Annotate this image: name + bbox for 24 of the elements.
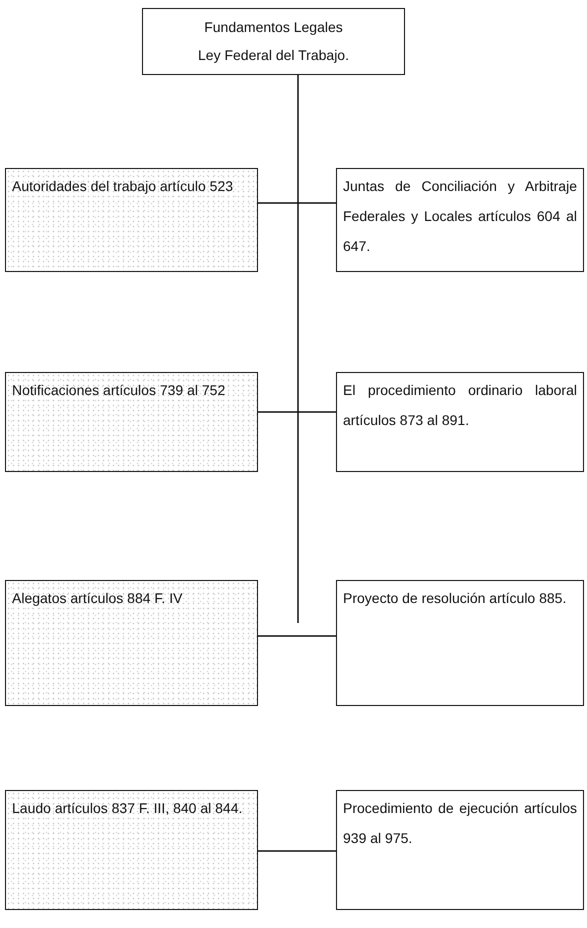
connector-line [258,411,336,413]
box-text: Alegatos artículos 884 F. IV [12,589,184,608]
box-text: Laudo artículos 837 F. III, 840 al 844. [12,799,244,818]
box-text: Proyecto de resolución artículo 885. [343,589,568,608]
box-text: El procedimiento ordinario laboral artículos 873 al 891. [343,381,577,430]
connector-line [258,202,336,204]
text-box [5,580,258,706]
box-text: Autoridades del trabajo artículo 523 [12,177,234,196]
box-text: Fundamentos Legales [203,18,344,37]
text-box [336,790,584,910]
text-box [336,580,584,706]
box-text: Juntas de Conciliación y Arbitraje Federales y Locales artículos 604 al 647. [343,177,577,256]
text-box [5,790,258,910]
text-box [5,168,258,272]
text-box [336,168,584,272]
box-text: Notificaciones artículos 739 al 752 [12,381,226,400]
text-box [336,372,584,472]
box-text: Procedimiento de ejecución artículos 939 al 975. [343,799,577,848]
connector-line [297,75,299,623]
connector-line [258,635,336,637]
connector-line [258,850,336,852]
text-box [5,372,258,472]
text-box [142,8,405,75]
box-text: Ley Federal del Trabajo. [197,46,350,65]
